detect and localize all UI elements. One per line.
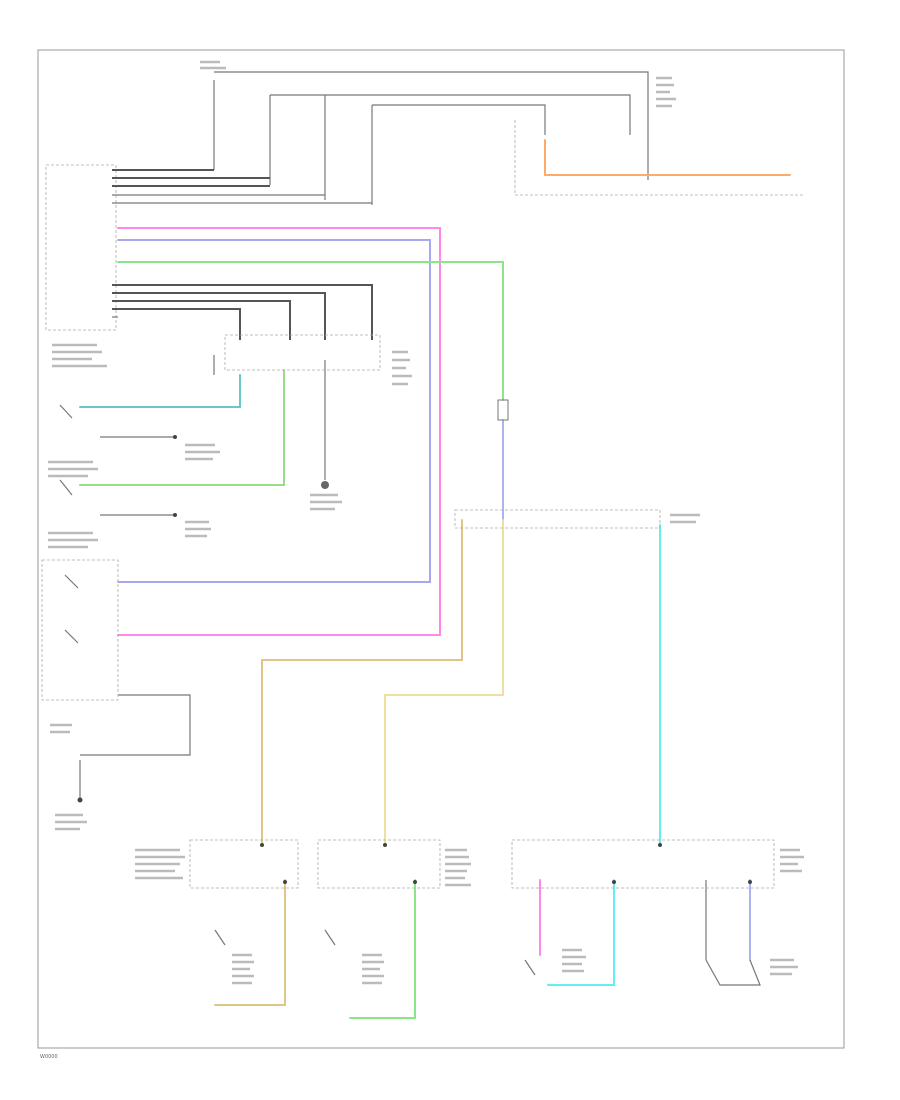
wire-teal xyxy=(79,374,241,408)
label-marks xyxy=(48,60,804,985)
fuse-symbol xyxy=(497,399,509,421)
wire-blue xyxy=(117,239,431,583)
wire-tan-module1 xyxy=(214,879,286,1006)
bottom-modules xyxy=(189,839,775,986)
wire-green-lower xyxy=(79,369,285,486)
left-connector-block xyxy=(45,164,373,340)
diagram-frame xyxy=(37,49,845,1049)
wire-pink xyxy=(117,227,441,636)
splice-boxes xyxy=(224,334,661,529)
module-1 xyxy=(189,839,299,889)
wire-orange xyxy=(544,139,791,176)
module-3 xyxy=(511,839,775,889)
top-supply-lines xyxy=(213,71,805,205)
black-wires-lower xyxy=(79,355,707,960)
ground-symbol xyxy=(321,481,329,489)
wire-green xyxy=(117,261,504,401)
wire-yellow xyxy=(384,519,504,846)
wire-green-module2 xyxy=(349,879,416,1019)
colored-wires xyxy=(79,139,791,1019)
module-2 xyxy=(317,839,441,889)
wire-cyan-module3 xyxy=(547,879,615,986)
wire-tan xyxy=(261,519,463,846)
footer-code: W0000 xyxy=(40,1054,58,1060)
switches xyxy=(41,404,177,803)
